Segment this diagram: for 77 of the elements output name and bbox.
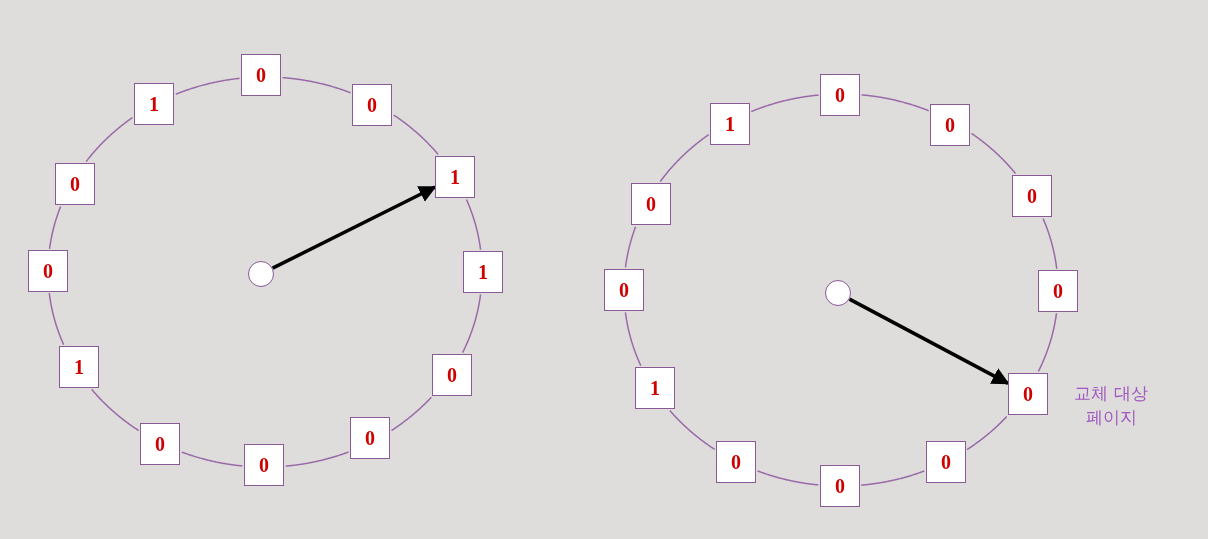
reference-bit-box bbox=[241, 54, 281, 96]
reference-bit-box bbox=[55, 163, 95, 205]
reference-bit-box bbox=[635, 367, 675, 409]
ring-line bbox=[85, 116, 134, 163]
reference-bit-box bbox=[604, 269, 644, 311]
bit-value: 0 bbox=[1053, 281, 1063, 301]
bit-value: 1 bbox=[74, 357, 84, 377]
reference-bit-box bbox=[350, 417, 390, 459]
bit-value: 1 bbox=[149, 94, 159, 114]
ring-line bbox=[860, 470, 925, 486]
ring-line bbox=[180, 451, 244, 467]
ring-line bbox=[390, 396, 433, 432]
reference-bit-box bbox=[710, 103, 750, 145]
bit-value: 0 bbox=[365, 428, 375, 448]
bit-value: 1 bbox=[478, 262, 488, 282]
reference-bit-box bbox=[59, 346, 99, 388]
ring-line bbox=[48, 292, 65, 346]
ring-line bbox=[284, 451, 350, 467]
bit-value: 0 bbox=[447, 365, 457, 385]
reference-bit-box bbox=[1038, 270, 1078, 312]
reference-bit-box bbox=[716, 441, 756, 483]
bit-value: 1 bbox=[450, 167, 460, 187]
reference-bit-box bbox=[432, 354, 472, 396]
node-caption: 교체 대상 페이지 bbox=[1073, 382, 1149, 429]
bit-value: 0 bbox=[945, 115, 955, 135]
ring-line bbox=[465, 198, 482, 251]
bit-value: 0 bbox=[646, 194, 656, 214]
pointer-arrow bbox=[848, 297, 1010, 385]
ring-line bbox=[461, 293, 482, 354]
reference-bit-box bbox=[28, 250, 68, 292]
reference-bit-box bbox=[244, 444, 284, 486]
ring-line bbox=[659, 133, 710, 183]
reference-bit-box bbox=[435, 156, 475, 198]
ring-line bbox=[970, 132, 1017, 175]
ring-line bbox=[90, 388, 140, 432]
bit-value: 1 bbox=[725, 114, 735, 134]
reference-bit-box bbox=[1008, 373, 1048, 415]
ring-line bbox=[860, 94, 930, 112]
ring-line bbox=[281, 76, 352, 94]
ring-line bbox=[48, 205, 62, 250]
pivot-circle bbox=[825, 280, 851, 306]
ring-line bbox=[669, 409, 716, 451]
reference-bit-box bbox=[463, 251, 503, 293]
ring-line bbox=[624, 311, 642, 367]
bit-value: 0 bbox=[155, 434, 165, 454]
ring-line bbox=[750, 94, 820, 113]
bit-value: 0 bbox=[835, 85, 845, 105]
reference-bit-box bbox=[926, 441, 966, 483]
ring-line bbox=[393, 114, 439, 156]
reference-bit-box bbox=[1012, 175, 1052, 217]
ring-line bbox=[1037, 312, 1058, 373]
ring-line bbox=[1042, 217, 1058, 270]
bit-value: 0 bbox=[70, 174, 80, 194]
pointer-arrow bbox=[271, 185, 437, 270]
bit-value: 0 bbox=[43, 261, 53, 281]
bit-value: 0 bbox=[619, 280, 629, 300]
bit-value: 0 bbox=[259, 455, 269, 475]
reference-bit-box bbox=[140, 423, 180, 465]
reference-bit-box bbox=[820, 465, 860, 507]
bit-value: 0 bbox=[941, 452, 951, 472]
bit-value: 0 bbox=[256, 65, 266, 85]
ring-line bbox=[175, 77, 241, 95]
bit-value: 0 bbox=[1027, 186, 1037, 206]
ring-line bbox=[966, 415, 1008, 451]
reference-bit-box bbox=[134, 83, 174, 125]
ring-line bbox=[624, 225, 637, 269]
reference-bit-box bbox=[820, 74, 860, 116]
reference-bit-box bbox=[352, 84, 392, 126]
bit-value: 0 bbox=[1023, 384, 1033, 404]
reference-bit-box bbox=[930, 104, 970, 146]
bit-value: 1 bbox=[650, 378, 660, 398]
reference-bit-box bbox=[631, 183, 671, 225]
ring-line bbox=[756, 470, 820, 486]
bit-value: 0 bbox=[731, 452, 741, 472]
bit-value: 0 bbox=[367, 95, 377, 115]
pivot-circle bbox=[248, 261, 274, 287]
bit-value: 0 bbox=[835, 476, 845, 496]
